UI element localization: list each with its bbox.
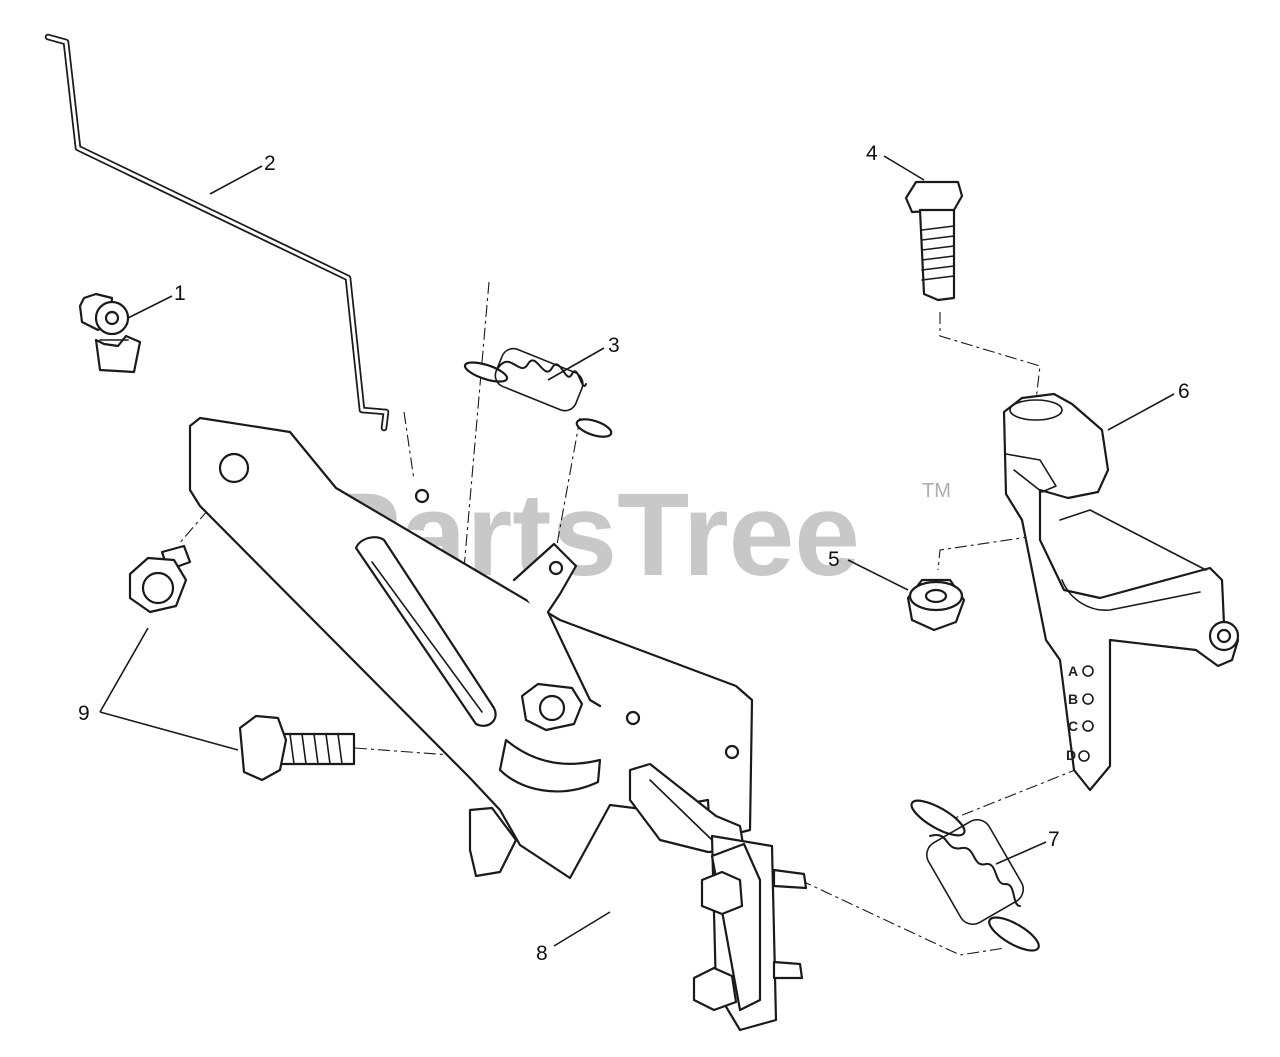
callout-7: 7 bbox=[1048, 828, 1060, 851]
callout-2: 2 bbox=[264, 152, 276, 175]
callout-5: 5 bbox=[828, 548, 840, 571]
callout-1: 1 bbox=[174, 282, 186, 305]
throttle-lever: A B C D bbox=[1002, 392, 1240, 792]
throttle-rod bbox=[44, 33, 390, 432]
control-bracket bbox=[188, 416, 808, 1032]
callout-4: 4 bbox=[866, 142, 878, 165]
leader-lines bbox=[99, 155, 1175, 947]
bolt-long bbox=[238, 714, 356, 782]
spring-upper bbox=[463, 347, 613, 438]
bolt-short bbox=[128, 544, 192, 614]
callout-9: 9 bbox=[78, 702, 90, 725]
watermark-trademark: TM bbox=[922, 480, 951, 502]
callout-6: 6 bbox=[1178, 380, 1190, 403]
callout-8: 8 bbox=[536, 942, 548, 965]
hole-label-b: B bbox=[1068, 691, 1078, 707]
callout-3: 3 bbox=[608, 334, 620, 357]
hole-label-a: A bbox=[1068, 663, 1078, 679]
carriage-bolt bbox=[904, 180, 964, 302]
hole-label-d: D bbox=[1066, 747, 1076, 763]
cable-clip bbox=[78, 292, 142, 374]
flange-nut bbox=[906, 578, 966, 632]
callouts: 2 1 3 4 6 5 7 8 9 bbox=[78, 142, 1190, 965]
hole-label-c: C bbox=[1068, 718, 1078, 734]
spring-lower bbox=[910, 799, 1040, 952]
